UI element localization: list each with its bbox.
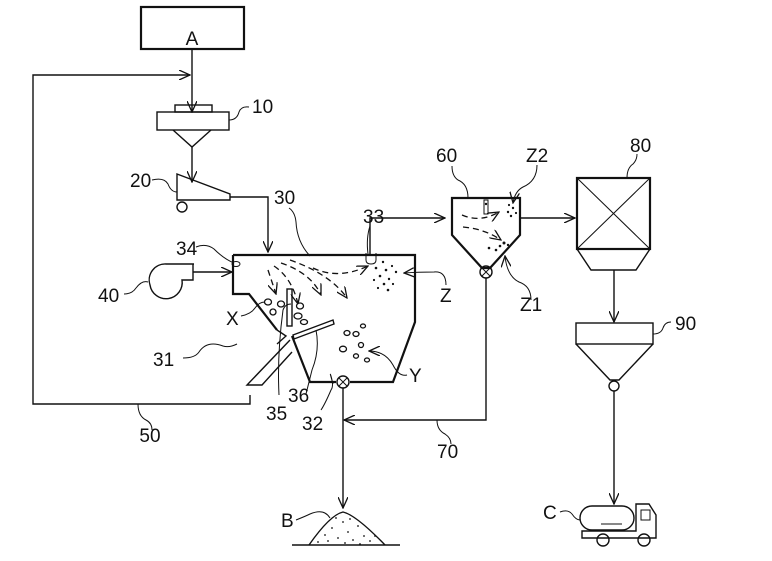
label-80: 80 (630, 136, 651, 157)
discharge-chute-31 (245, 339, 293, 386)
label-35: 35 (266, 404, 287, 425)
airflow-arrows (267, 259, 368, 304)
leader-30 (288, 207, 311, 257)
leader-60 (451, 165, 469, 199)
vibrating-feeder-20 (176, 172, 231, 213)
label-z1: Z1 (520, 295, 542, 316)
particles-z2 (506, 203, 518, 218)
leader-z2 (513, 164, 538, 203)
label-90: 90 (675, 314, 696, 335)
leader-90 (652, 321, 672, 335)
storage-hopper-90 (575, 322, 654, 392)
leader-35 (278, 303, 292, 396)
air-inlet-34 (231, 261, 241, 267)
leader-34 (195, 244, 235, 264)
rotary-valve-32 (336, 375, 350, 389)
leader-80 (626, 153, 638, 179)
particles-y (338, 323, 371, 363)
return-line-70 (344, 278, 487, 420)
label-36: 36 (288, 386, 309, 407)
blower-40 (148, 263, 194, 300)
label-z2: Z2 (526, 146, 548, 167)
leader-x (240, 301, 266, 317)
label-32: 32 (302, 414, 323, 435)
bag-filter-80 (575, 176, 652, 271)
label-20: 20 (130, 171, 151, 192)
leader-y (369, 351, 408, 376)
source-box-a: A (139, 5, 246, 51)
label-40: 40 (98, 286, 119, 307)
label-33: 33 (363, 207, 384, 228)
leader-c (559, 510, 581, 521)
baffle-35 (286, 288, 293, 327)
recycle-line-50 (32, 75, 251, 405)
label-10: 10 (252, 97, 273, 118)
leader-20 (151, 178, 178, 193)
label-70: 70 (437, 442, 458, 463)
leader-z1 (505, 256, 532, 301)
label-31: 31 (153, 350, 174, 371)
label-60: 60 (436, 146, 457, 167)
label-x: X (226, 309, 239, 330)
cyclone-flow-arrows (461, 212, 501, 240)
label-b: B (281, 511, 294, 532)
leader-31 (182, 343, 238, 359)
label-34: 34 (176, 239, 198, 260)
flow-classifier-to-cyclone (369, 218, 445, 255)
tanker-truck-c (579, 503, 657, 547)
label-a: A (186, 29, 199, 50)
fine-outlet-33 (365, 253, 377, 265)
air-classifier-30 (231, 253, 417, 384)
crusher-10 (156, 104, 230, 148)
leader-10 (228, 106, 250, 121)
particles-z1 (487, 241, 510, 252)
label-z: Z (440, 286, 452, 307)
product-pile-b (292, 511, 400, 546)
leader-b (295, 511, 331, 521)
cyclone-60 (450, 196, 522, 279)
label-50: 50 (139, 426, 160, 447)
leader-32 (320, 373, 334, 411)
label-30: 30 (274, 188, 295, 209)
label-c: C (543, 503, 557, 524)
leader-33 (366, 225, 371, 255)
leader-70 (436, 419, 452, 445)
leader-50 (137, 403, 153, 431)
inclined-plate-36 (292, 319, 335, 340)
leader-z (404, 272, 447, 286)
label-y: Y (409, 366, 422, 387)
leader-40 (123, 281, 149, 295)
flow-feeder-to-classifier (230, 196, 268, 252)
leader-36 (305, 329, 318, 395)
fine-particles-z (372, 260, 398, 292)
